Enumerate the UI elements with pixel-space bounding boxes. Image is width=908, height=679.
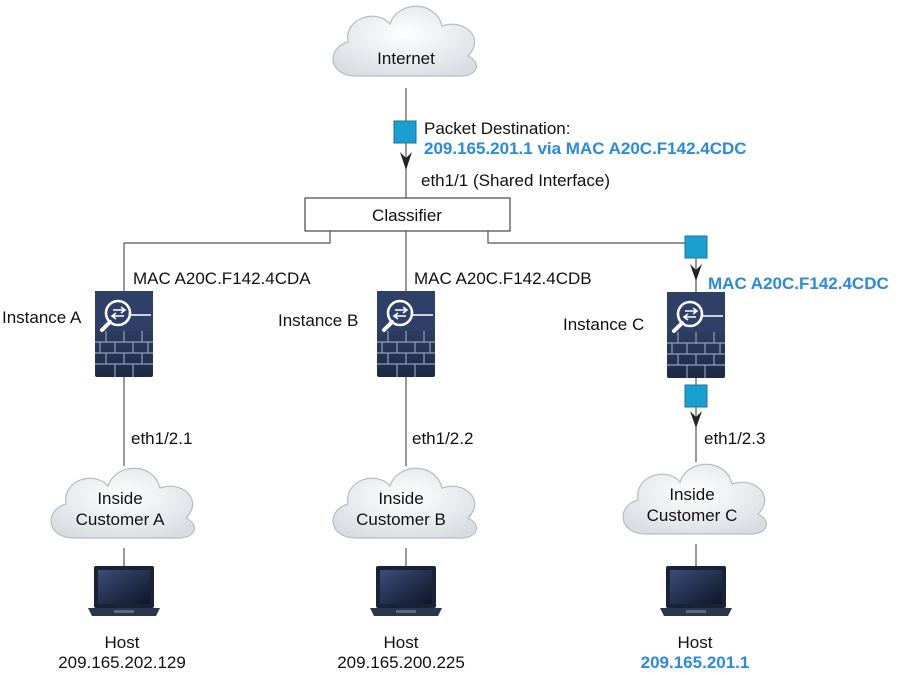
- classifier-links: [123, 231, 697, 292]
- instance-c-mac: MAC A20C.F142.4CDC: [708, 274, 889, 293]
- classifier-box: Classifier: [304, 197, 511, 232]
- host-a-label: Host: [105, 633, 140, 652]
- instance-b-label: Instance B: [278, 311, 358, 330]
- inside-customer-b-cloud: Inside Customer B: [332, 467, 478, 539]
- inside-customer-a-cloud: Inside Customer A: [50, 467, 196, 539]
- arrow-down-icon: [400, 152, 412, 170]
- laptop-icon: [370, 566, 442, 616]
- packet-icon: [393, 120, 417, 144]
- host-c-label: Host: [678, 633, 713, 652]
- packet-destination-title: Packet Destination:: [424, 119, 570, 138]
- cloud-c-line2: Customer C: [647, 506, 738, 525]
- arrow-down-icon: [690, 411, 702, 428]
- interface-a-label: eth1/2.1: [131, 429, 192, 448]
- cloud-b-line2: Customer B: [356, 510, 446, 529]
- classifier-label: Classifier: [372, 206, 442, 225]
- host-c-ip: 209.165.201.1: [641, 653, 750, 672]
- laptop-icon: [660, 566, 732, 616]
- cloud-a-line1: Inside: [97, 489, 142, 508]
- host-b-label: Host: [384, 633, 419, 652]
- packet-destination-value: 209.165.201.1 via MAC A20C.F142.4CDC: [424, 139, 747, 158]
- packet-icon-c-in: [684, 235, 708, 259]
- firewall-icon: [665, 290, 727, 380]
- firewall-icon: [93, 289, 155, 379]
- host-b-ip: 209.165.200.225: [337, 653, 465, 672]
- host-a-ip: 209.165.202.129: [58, 653, 186, 672]
- instance-c-label: Instance C: [563, 315, 644, 334]
- shared-interface-label: eth1/1 (Shared Interface): [421, 171, 610, 190]
- internet-cloud: Internet: [332, 5, 478, 77]
- internet-label: Internet: [377, 49, 435, 68]
- laptop-icon: [88, 566, 160, 616]
- interface-c-label: eth1/2.3: [704, 429, 765, 448]
- instance-a-label: Instance A: [2, 308, 82, 327]
- instance-b-mac: MAC A20C.F142.4CDB: [414, 269, 592, 288]
- cloud-a-line2: Customer A: [76, 510, 165, 529]
- instance-a-mac: MAC A20C.F142.4CDA: [133, 269, 311, 288]
- packet-icon-c-out: [684, 384, 708, 408]
- inside-customer-c-cloud: Inside Customer C: [622, 463, 768, 535]
- arrow-down-icon: [690, 264, 702, 281]
- interface-b-label: eth1/2.2: [412, 429, 473, 448]
- cloud-c-line1: Inside: [669, 485, 714, 504]
- cloud-b-line1: Inside: [378, 489, 423, 508]
- firewall-icon: [375, 289, 437, 379]
